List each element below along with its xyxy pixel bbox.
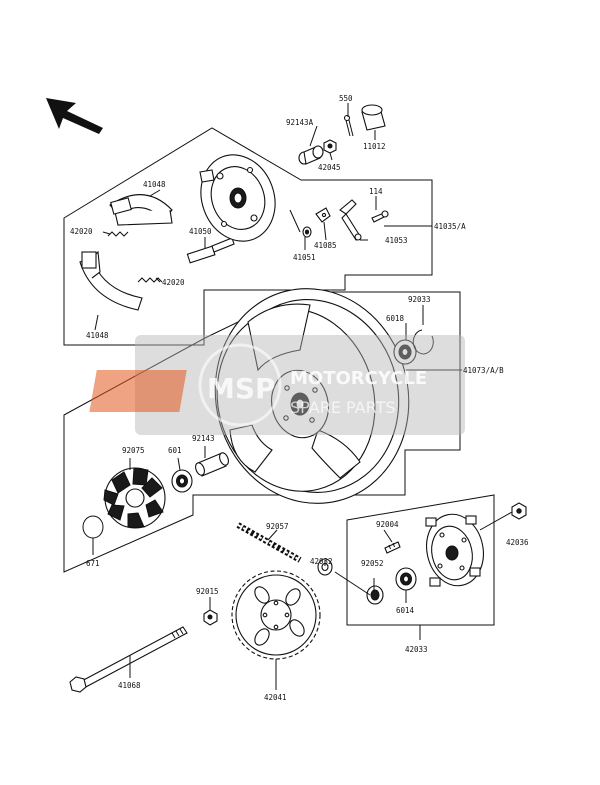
label-42032: 42032 [310, 557, 333, 566]
collar-92143 [195, 452, 229, 477]
circlip-92033 [412, 329, 434, 355]
label-601: 601 [168, 446, 182, 455]
label-6014: 6014 [396, 606, 415, 615]
label-42033: 42033 [405, 645, 428, 654]
bearing-601 [171, 469, 193, 493]
label-6018: 6018 [386, 314, 405, 323]
watermark-line-1: MOTORCYCLE [290, 368, 427, 389]
orientation-arrow-icon [46, 98, 103, 134]
label-92075: 92075 [122, 446, 145, 455]
bearing-6018 [393, 339, 417, 365]
brake-spring-lower [137, 277, 163, 283]
label-671: 671 [86, 559, 100, 568]
watermark-logo: MSP [207, 372, 276, 405]
cotter-pin-550 [343, 114, 354, 137]
label-42020-lower: 42020 [162, 278, 185, 287]
label-41053: 41053 [385, 236, 408, 245]
bearing-6014 [395, 567, 417, 591]
label-41035: 41035/A [434, 222, 466, 231]
o-ring-671 [82, 515, 104, 539]
label-11012: 11012 [363, 142, 386, 151]
seal-92052 [366, 585, 384, 605]
label-92052: 92052 [361, 559, 384, 568]
brake-lever-41053 [339, 199, 362, 241]
label-92143a: 92143A [286, 118, 314, 127]
part-labels: 550 92143A 11012 42045 41048 114 41035/A… [70, 94, 529, 702]
label-41051: 41051 [293, 253, 316, 262]
label-92033: 92033 [408, 295, 431, 304]
watermark-line-2: SPARE PARTS [290, 398, 396, 417]
brake-shoe-upper [109, 194, 173, 226]
nut-42045 [323, 139, 337, 154]
label-92004: 92004 [376, 520, 399, 529]
brake-cam [186, 237, 235, 264]
nut-42036 [511, 502, 527, 520]
label-41068: 41068 [118, 681, 141, 690]
label-92015: 92015 [196, 587, 219, 596]
label-41048-upper: 41048 [143, 180, 166, 189]
label-92057: 92057 [266, 522, 289, 531]
label-92143: 92143 [192, 434, 215, 443]
label-41048-lower: 41048 [86, 331, 109, 340]
nut-92015 [203, 609, 218, 626]
label-41085: 41085 [314, 241, 337, 250]
label-42020-upper: 42020 [70, 227, 93, 236]
stud-92004 [384, 541, 401, 554]
rear-wheel-rim [214, 288, 410, 504]
watermark: MSP MOTORCYCLE SPARE PARTS [89, 335, 465, 435]
label-42036: 42036 [506, 538, 529, 547]
label-114: 114 [369, 187, 383, 196]
label-550: 550 [339, 94, 353, 103]
hub-group-outline [346, 494, 495, 626]
washer-41051 [302, 226, 312, 238]
sprocket-coupling-42033 [425, 513, 484, 587]
rear-axle-41068 [69, 626, 188, 693]
damper-92075 [103, 467, 166, 529]
label-42045: 42045 [318, 163, 341, 172]
label-41073: 41073/A/B [463, 366, 504, 375]
label-41050: 41050 [189, 227, 212, 236]
collar-92143a [298, 145, 324, 165]
drive-chain-92057 [236, 522, 302, 563]
brake-group-outline [63, 127, 433, 346]
sleeve-11012 [361, 104, 386, 131]
rear-sprocket [231, 570, 321, 660]
bolt-114 [371, 210, 389, 223]
brake-panel [199, 154, 276, 242]
leader-lines [92, 103, 513, 690]
label-42041: 42041 [264, 693, 287, 702]
brake-spring-upper [107, 231, 129, 237]
indicator-41085 [315, 207, 331, 223]
brake-shoe-lower [79, 250, 143, 311]
